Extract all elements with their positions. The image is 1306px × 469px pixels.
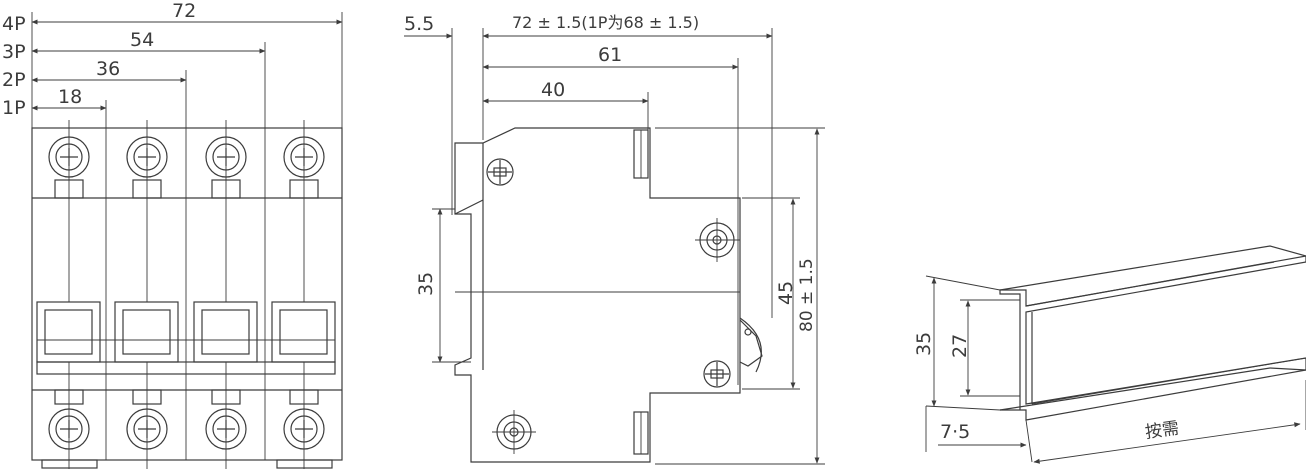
- width-dimension-18: 18: [31, 86, 107, 111]
- top-terminal-screws: [48, 136, 325, 178]
- rail-length-label: 按需: [1144, 418, 1180, 443]
- breaker-body-side: [454, 127, 741, 463]
- front-view: 4P 3P 2P 1P 72 54 36 18: [2, 0, 343, 469]
- dim-value-7-5: 7·5: [940, 421, 970, 443]
- side-screws: [486, 158, 740, 454]
- dim-value-61: 61: [598, 44, 622, 66]
- dim-value-80: 80 ± 1.5: [797, 258, 817, 332]
- width-dimension-72: 72: [31, 0, 343, 25]
- breaker-body-front: [31, 127, 343, 461]
- dimension-27: 27: [949, 299, 1020, 397]
- dim-value-45: 45: [775, 281, 797, 305]
- pole-label-4p: 4P: [2, 13, 26, 35]
- dim-value-depth: 72 ± 1.5(1P为68 ± 1.5): [512, 13, 699, 32]
- dimension-80: 80 ± 1.5: [655, 127, 825, 465]
- pole-label-1p: 1P: [2, 97, 26, 119]
- pole-label-3p: 3P: [2, 41, 26, 63]
- width-dimension-54: 54: [31, 29, 266, 54]
- side-view: 5.5 72 ± 1.5(1P为68 ± 1.5) 61 40: [404, 13, 825, 465]
- dimension-40: 40: [482, 79, 649, 104]
- dimension-61: 61: [482, 44, 739, 70]
- dim-value-40: 40: [541, 79, 565, 101]
- dimension-35-rail: 35: [913, 275, 1001, 411]
- dim-value-35-side: 35: [415, 272, 437, 296]
- toggle-lever-side: [739, 317, 763, 373]
- toggle-handles: [36, 301, 336, 375]
- dimension-7-5: 7·5: [925, 406, 1033, 463]
- din-rail: 35 27 7·5 按需: [913, 245, 1306, 464]
- dim-value-35-rail: 35: [913, 332, 935, 356]
- dimension-length: 按需: [1033, 380, 1306, 464]
- dim-value-27: 27: [949, 334, 971, 358]
- dim-value-18: 18: [58, 86, 82, 108]
- pole-label-2p: 2P: [2, 69, 26, 91]
- dimension-35-side: 35: [415, 208, 471, 363]
- dim-offset-5-5: 5.5: [404, 13, 434, 35]
- dim-value-54: 54: [130, 29, 154, 51]
- width-dimension-36: 36: [31, 58, 187, 83]
- bottom-terminal-screws: [48, 408, 325, 450]
- dim-value-36: 36: [96, 58, 120, 80]
- dimension-45: 45: [742, 197, 800, 390]
- dim-value-72: 72: [172, 0, 196, 22]
- dimension-depth-72: 72 ± 1.5(1P为68 ± 1.5): [483, 13, 773, 39]
- rail-profile: [999, 255, 1306, 421]
